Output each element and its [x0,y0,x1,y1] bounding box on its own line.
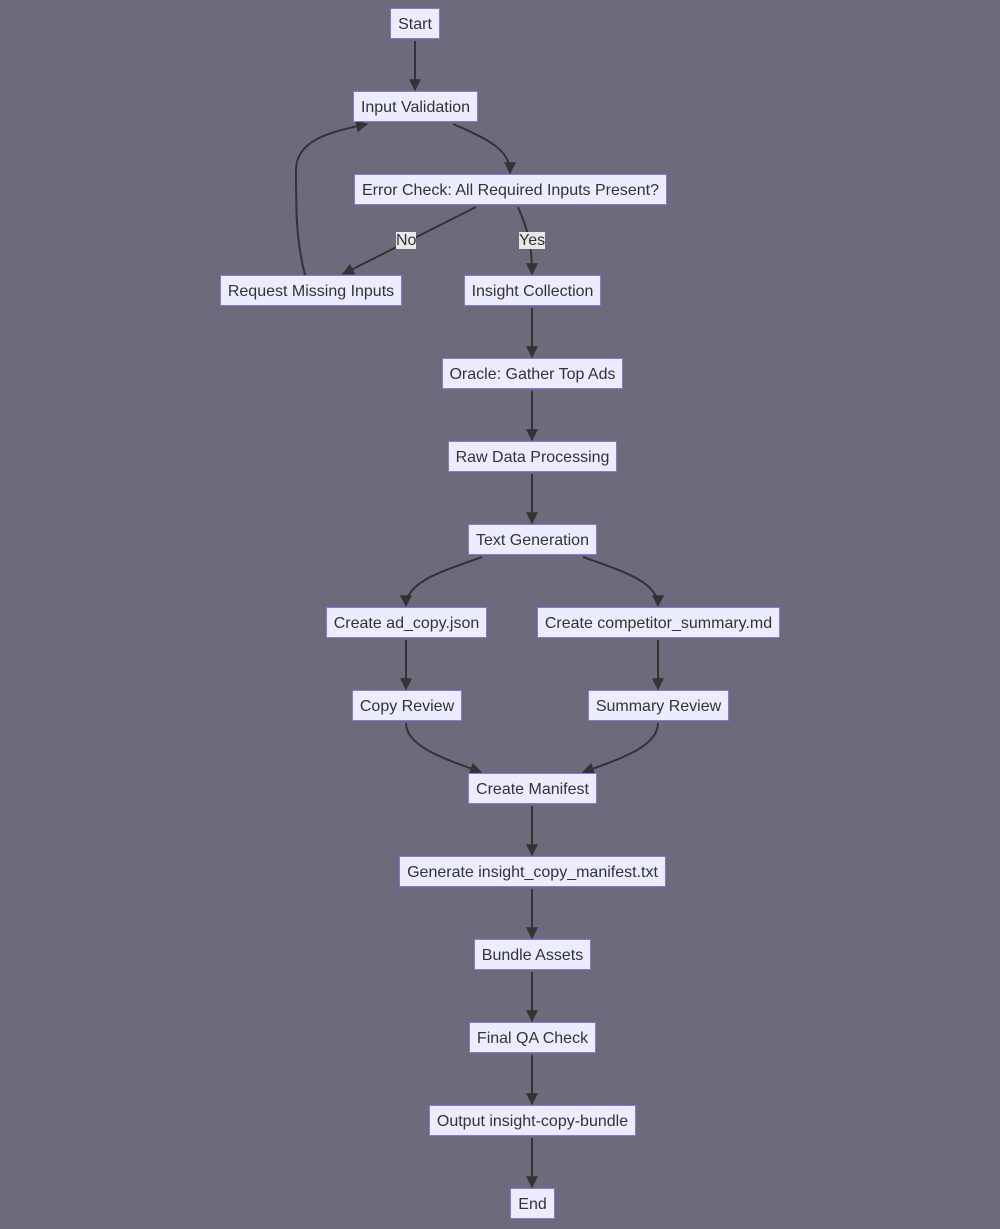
edge-summaryreview-manifest [581,722,659,775]
node-final-qa-check: Final QA Check [469,1022,596,1053]
node-request-missing-inputs: Request Missing Inputs [220,275,402,306]
node-start: Start [390,8,440,39]
node-oracle: Oracle: Gather Top Ads [442,358,623,389]
node-error-check: Error Check: All Required Inputs Present… [354,174,667,205]
edge-request-input [294,120,369,276]
node-end: End [510,1188,555,1219]
node-bundle-assets: Bundle Assets [474,939,591,970]
node-summary-review: Summary Review [588,690,729,721]
node-input-validation: Input Validation [353,91,478,122]
edge-label-no: No [396,232,417,249]
edge-text-competitor [582,556,664,608]
node-generate-manifest: Generate insight_copy_manifest.txt [399,856,666,887]
node-create-competitor-summary: Create competitor_summary.md [537,607,780,638]
node-text-generation: Text Generation [468,524,597,555]
edge-copyreview-manifest [405,722,483,775]
node-output-bundle: Output insight-copy-bundle [429,1105,636,1136]
node-create-ad-copy: Create ad_copy.json [326,607,487,638]
edge-text-adcopy [400,556,483,608]
node-insight-collection: Insight Collection [464,275,601,306]
edge-label-yes: Yes [519,232,546,249]
node-raw-data-processing: Raw Data Processing [448,441,617,472]
node-copy-review: Copy Review [352,690,462,721]
edge-input-error [452,123,516,175]
node-create-manifest: Create Manifest [468,773,597,804]
